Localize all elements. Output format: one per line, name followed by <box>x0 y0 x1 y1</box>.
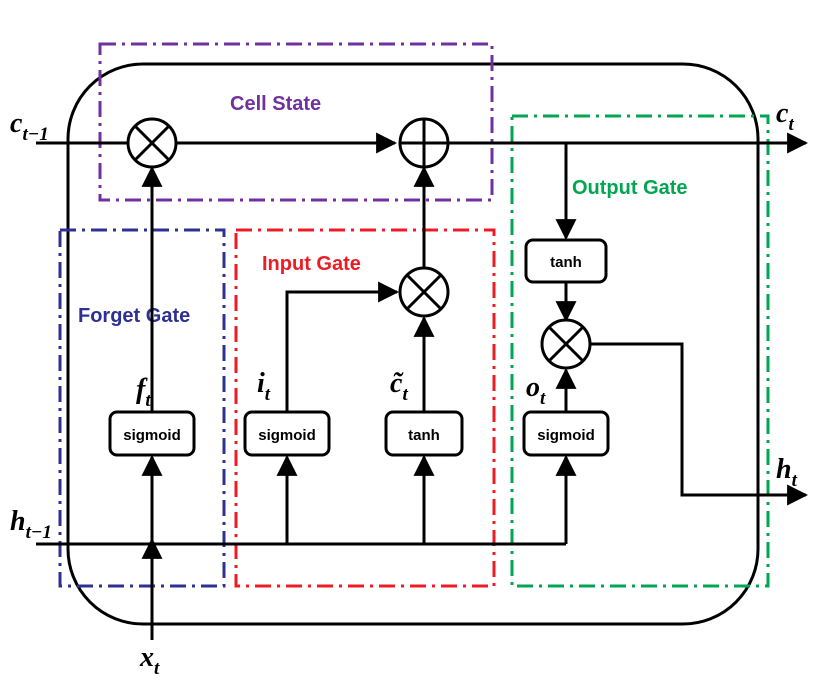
input-sigmoid-to-mult <box>285 281 400 412</box>
svg-text:sigmoid: sigmoid <box>537 427 595 444</box>
connections <box>36 132 809 640</box>
svg-text:tanh: tanh <box>550 254 582 271</box>
lstm-cell-body <box>66 62 760 626</box>
multiply-icon <box>398 266 450 318</box>
cell-state-region <box>98 42 494 202</box>
h-prev-label: ht−1 <box>10 506 52 543</box>
h-t-label: ht <box>776 454 798 491</box>
multiply-icon <box>540 318 592 370</box>
f-t-label: ft <box>136 374 151 411</box>
add-icon <box>398 117 450 169</box>
cell-state-label: Cell State <box>230 93 321 115</box>
forget-gate-region <box>58 228 226 588</box>
input-tanh-box: tanh <box>384 410 464 457</box>
h-t-line <box>591 342 809 506</box>
output-gate-region <box>510 114 770 588</box>
output-gate-label: Output Gate <box>572 177 688 199</box>
c-t-label: ct <box>776 98 794 135</box>
input-sigmoid-box: sigmoid <box>243 410 331 457</box>
o-t-label: ot <box>526 372 546 409</box>
forget-gate-label: Forget Gate <box>78 305 190 327</box>
svg-text:tanh: tanh <box>408 427 440 444</box>
input-gate-label: Input Gate <box>262 253 361 275</box>
multiply-icon <box>126 117 178 169</box>
junction-dot <box>149 541 155 547</box>
x-t-label: xt <box>139 642 160 679</box>
output-sigmoid-box: sigmoid <box>522 410 610 457</box>
output-tanh-box: tanh <box>524 238 608 284</box>
svg-text:sigmoid: sigmoid <box>258 427 316 444</box>
c-tilde-label: c̃t <box>390 368 408 405</box>
forget-sigmoid-box: sigmoid <box>108 410 196 457</box>
c-prev-label: ct−1 <box>10 108 49 145</box>
input-gate-region <box>234 228 496 588</box>
svg-text:sigmoid: sigmoid <box>123 427 181 444</box>
i-t-label: it <box>257 368 271 405</box>
